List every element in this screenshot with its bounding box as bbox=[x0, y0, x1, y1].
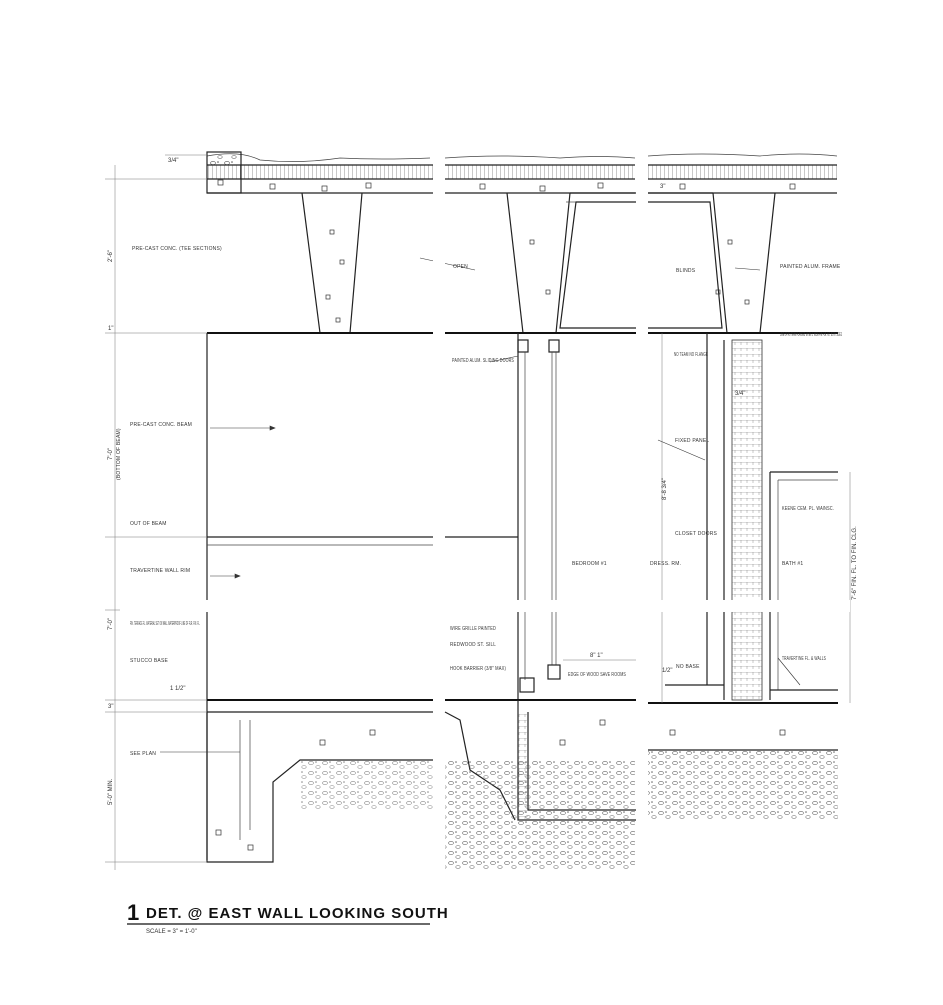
dim-room-height: 8'-8 3/4" bbox=[662, 478, 668, 500]
note-sliding-doors: PAINTED ALUM. SLIDING DOORS bbox=[452, 358, 514, 364]
precast-tee-stems bbox=[217, 179, 796, 334]
dim-upper-gap: 1" bbox=[108, 326, 113, 332]
note-precast-tee: PRE-CAST CONC. (TEE SECTIONS) bbox=[132, 246, 222, 252]
sliding-door-frame bbox=[517, 339, 561, 693]
dim-base: 1/2" bbox=[662, 668, 672, 674]
label-dress-rm: DRESS. RM. bbox=[650, 561, 681, 567]
dim-threshold: 3" bbox=[108, 704, 113, 710]
note-fixed-panel: FIXED PANEL bbox=[675, 438, 709, 444]
note-stucco-base: STUCCO BASE bbox=[130, 658, 169, 664]
floor-slab-footing bbox=[206, 699, 838, 870]
note-open: OPEN bbox=[453, 264, 468, 270]
note-redwood-sill: REDWOOD ST. SILL bbox=[450, 642, 496, 648]
annotations: PRE-CAST CONC. (TEE SECTIONS) OPEN PAINT… bbox=[130, 246, 842, 757]
note-closet-doors: CLOSET DOORS bbox=[675, 531, 718, 537]
label-bedroom: BEDROOM #1 bbox=[572, 561, 607, 567]
dimension-text: 3/4" 2'-6" 1" 7'-0" (BOTTOM OF BEAM) 7'-… bbox=[108, 158, 858, 805]
note-travertine-fl: TRAVERTINE FL. & WALLS bbox=[782, 656, 826, 662]
note-no-base: NO BASE bbox=[676, 664, 700, 670]
dim-beam-note: (BOTTOM OF BEAM) bbox=[116, 428, 122, 480]
note-see-plan: SEE PLAN bbox=[130, 751, 156, 757]
note-keene-cem: KEENE CEM. PL. WAINSC. bbox=[782, 506, 834, 512]
dim-top: 3" bbox=[660, 184, 665, 190]
interior-partition bbox=[665, 333, 838, 701]
dim-wall-height: 7'-0" bbox=[108, 618, 114, 630]
note-travertine-rim: TRAVERTINE WALL RIM bbox=[130, 568, 190, 574]
note-terrace-fl: FIN. TERRACE FL. MATERIAL SET ON WALL WA… bbox=[130, 621, 200, 627]
roof-slab bbox=[206, 151, 838, 194]
dim-roof-thickness: 3/4" bbox=[168, 158, 178, 164]
note-line-of-roof: LINE OF RO TEAM FLANGED WHEN 3' WIDE FIN… bbox=[780, 332, 842, 338]
note-out-of-beam: OUT OF BEAM bbox=[130, 521, 167, 527]
detail-scale: SCALE = 3" = 1'-0" bbox=[146, 929, 197, 935]
note-no-team: NO TEAM NO FLANGE bbox=[674, 352, 708, 358]
note-blinds: BLINDS bbox=[676, 268, 696, 274]
note-edge-of-wood: EDGE OF WOOD SAVE ROOMS bbox=[568, 672, 626, 678]
note-wire-grille: WIRE GRILLE PAINTED bbox=[450, 626, 496, 632]
dim-bath-height: 7'-6" FIN. FL. TO FIN. CLG. bbox=[852, 526, 858, 600]
title-block: 1 DET. @ EAST WALL LOOKING SOUTH SCALE =… bbox=[127, 900, 449, 935]
dim-tee-depth: 2'-6" bbox=[108, 250, 114, 262]
detail-title: DET. @ EAST WALL LOOKING SOUTH bbox=[146, 905, 449, 922]
panel-gaps bbox=[120, 130, 850, 612]
dim-1-half: 1 1/2" bbox=[170, 686, 185, 692]
leader-arrows bbox=[160, 257, 801, 753]
note-hook-barrier: HOOK BARRIER (3/8" MAX) bbox=[450, 666, 506, 672]
detail-number: 1 bbox=[127, 900, 139, 925]
dim-sill-width: 8" 1" bbox=[590, 653, 603, 659]
dim-beam-height: 7'-0" bbox=[108, 448, 114, 460]
note-precast-beam: PRE-CAST CONC. BEAM bbox=[130, 422, 192, 428]
note-painted-alum-frame: PAINTED ALUM. FRAME bbox=[780, 264, 841, 270]
dim-footing: 5'-0" MIN. bbox=[108, 778, 114, 805]
dim-3-4: 3/4" bbox=[735, 391, 745, 397]
label-bath: BATH #1 bbox=[782, 561, 803, 567]
